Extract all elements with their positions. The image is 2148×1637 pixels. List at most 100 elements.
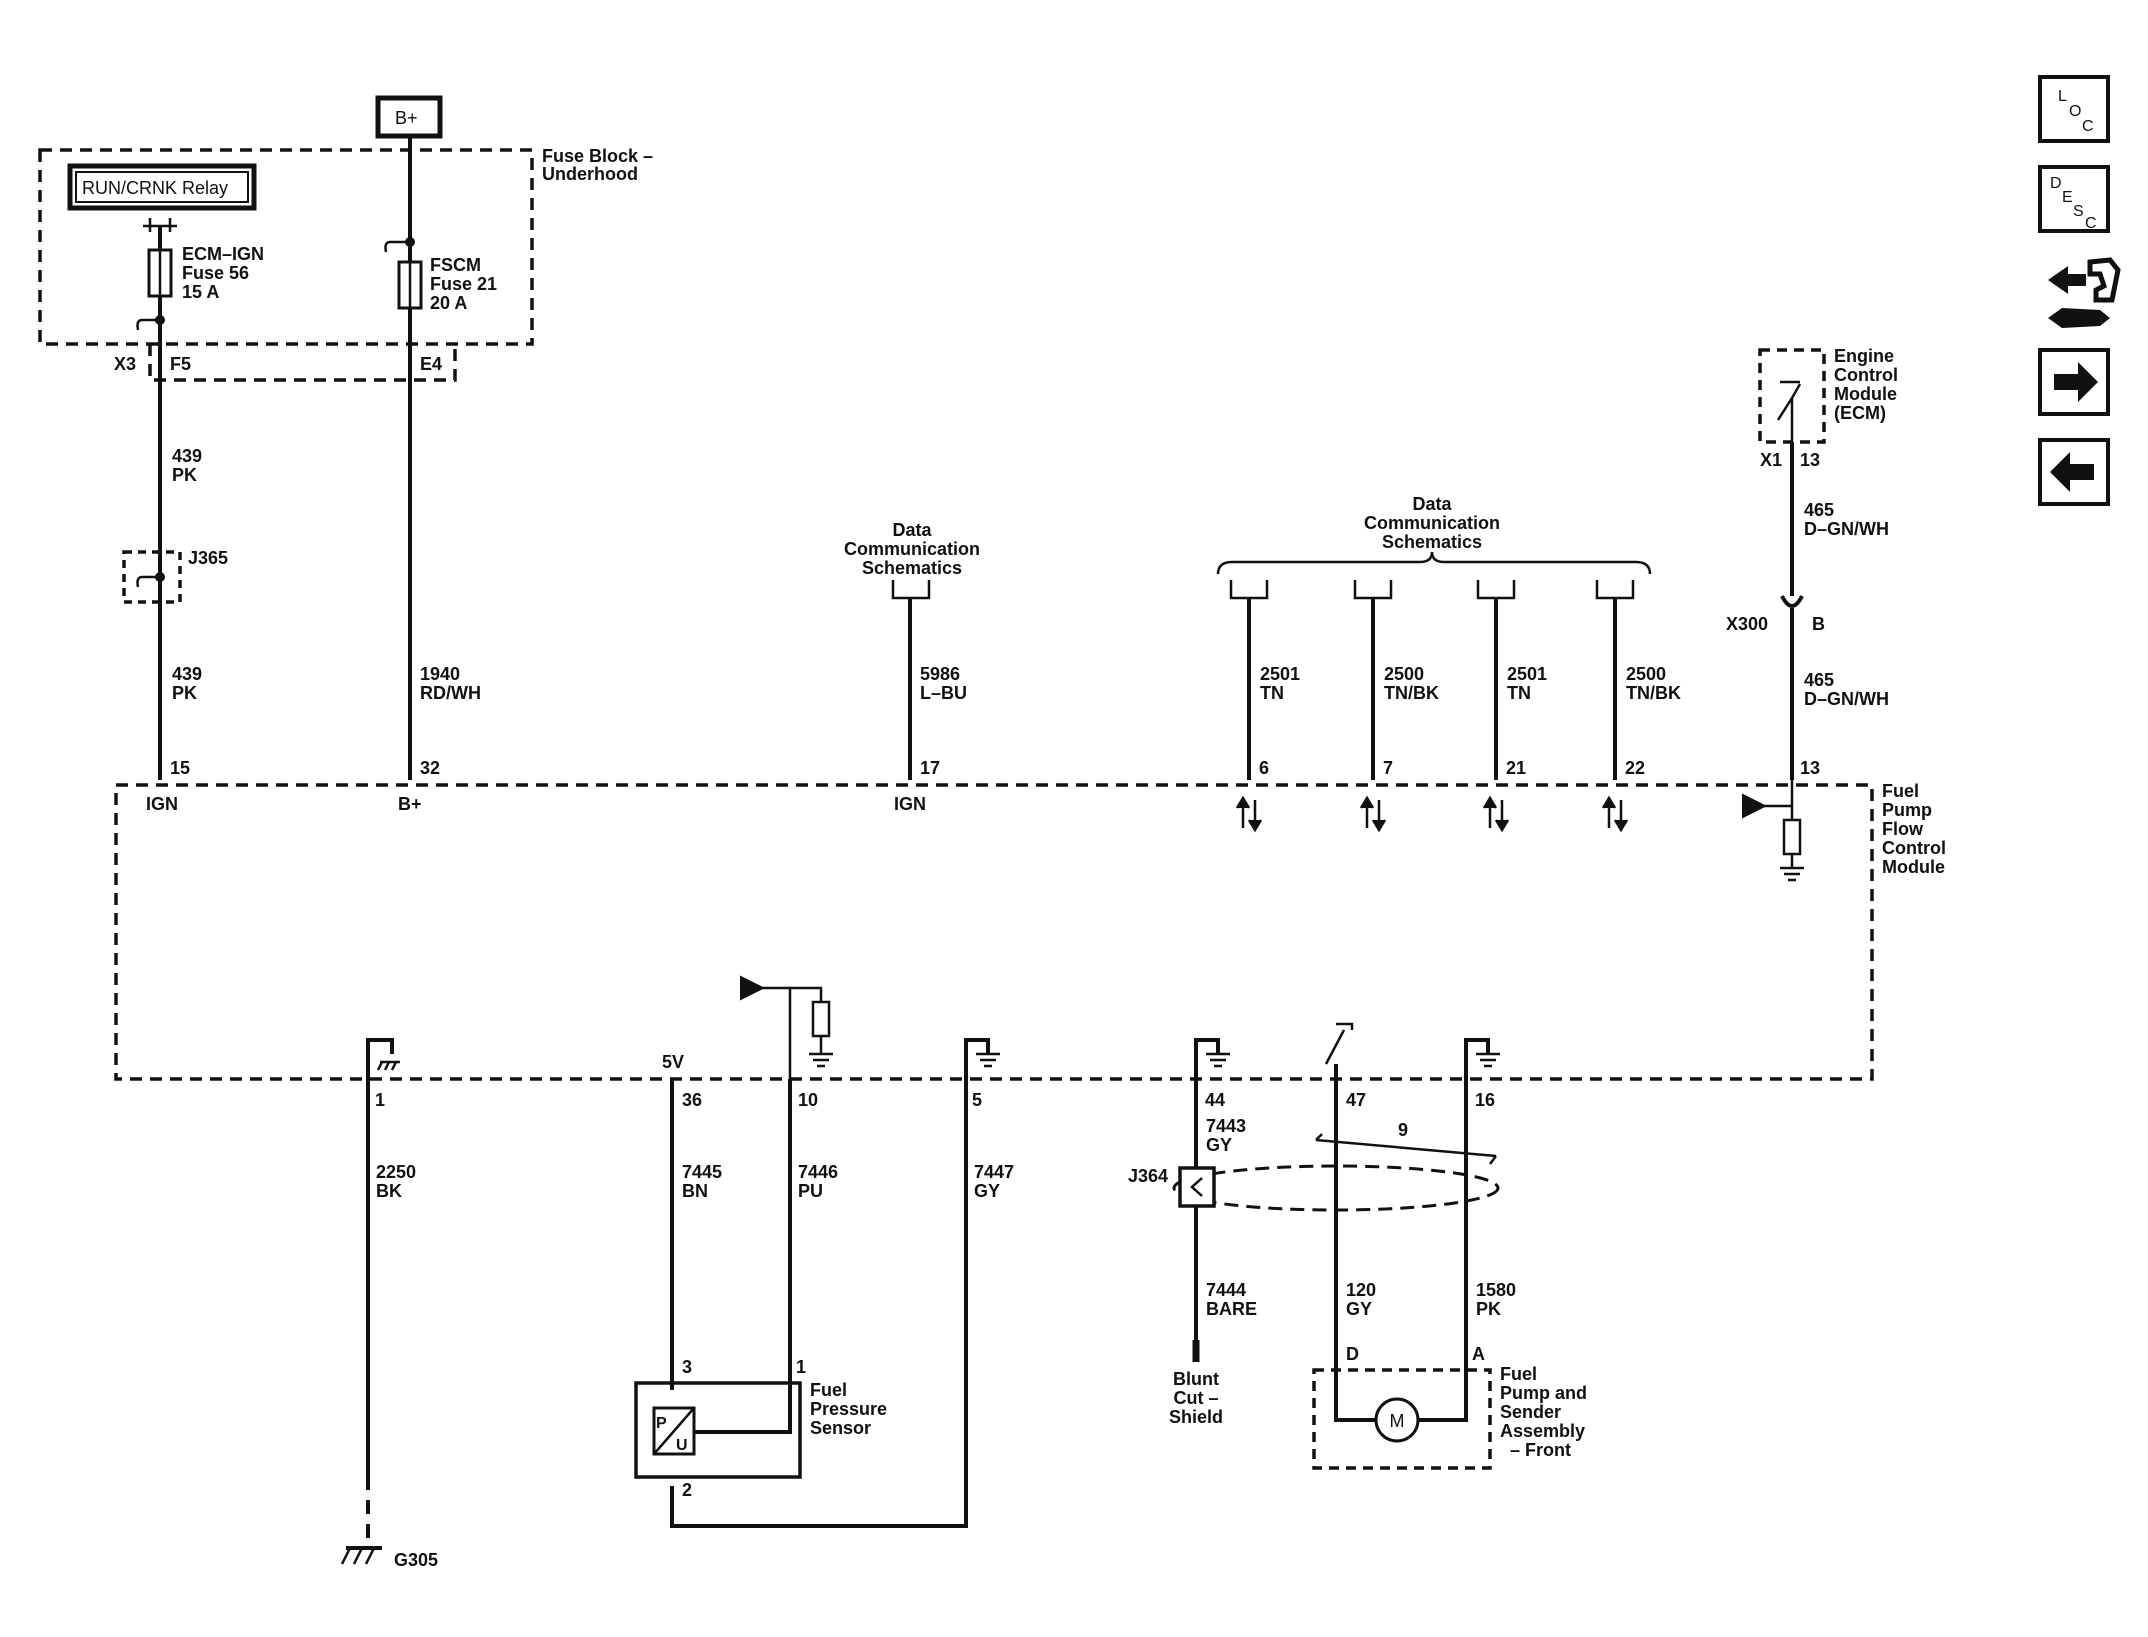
svg-text:Flow: Flow: [1882, 819, 1924, 839]
svg-text:21: 21: [1506, 758, 1526, 778]
svg-text:M: M: [1390, 1411, 1405, 1431]
svg-text:7447: 7447: [974, 1162, 1014, 1182]
svg-text:5: 5: [972, 1090, 982, 1110]
connector-view-icon[interactable]: [2048, 257, 2121, 328]
svg-text:7445: 7445: [682, 1162, 722, 1182]
svg-text:D–GN/WH: D–GN/WH: [1804, 689, 1889, 709]
5v-reference-label: 5V: [662, 1052, 684, 1072]
svg-text:U: U: [676, 1437, 688, 1454]
fuel-pump-sender-assembly: M: [1312, 1368, 1492, 1470]
svg-text:(ECM): (ECM): [1834, 403, 1886, 423]
svg-text:Schematics: Schematics: [1382, 532, 1482, 552]
svg-text:Module: Module: [1834, 384, 1897, 404]
svg-text:X1: X1: [1760, 450, 1782, 470]
connector-x300: [1780, 595, 1804, 608]
svg-text:GY: GY: [1206, 1135, 1232, 1155]
pin-5-signal-ground: [964, 1038, 1000, 1090]
loc-button[interactable]: L O C: [2038, 75, 2110, 143]
fuel-pump-flow-control-module: [114, 783, 1874, 1081]
svg-text:7443: 7443: [1206, 1116, 1246, 1136]
svg-text:Schematics: Schematics: [862, 558, 962, 578]
svg-text:Communication: Communication: [1364, 513, 1500, 533]
svg-text:2250: 2250: [376, 1162, 416, 1182]
svg-text:IGN: IGN: [894, 794, 926, 814]
svg-text:9: 9: [1398, 1120, 1408, 1140]
svg-text:465: 465: [1804, 500, 1834, 520]
svg-text:BK: BK: [376, 1181, 402, 1201]
svg-text:J365: J365: [188, 548, 228, 568]
fuse-block-underhood: [38, 148, 534, 346]
svg-text:D: D: [2050, 175, 2062, 192]
engine-control-module: [1758, 348, 1826, 444]
svg-text:O: O: [2069, 103, 2081, 120]
svg-text:7: 7: [1383, 758, 1393, 778]
svg-text:439: 439: [172, 664, 202, 684]
svg-text:X300: X300: [1726, 614, 1768, 634]
battery-plus-box: B+: [375, 95, 443, 139]
svg-text:X3: X3: [114, 354, 136, 374]
svg-text:44: 44: [1205, 1090, 1225, 1110]
svg-text:Sensor: Sensor: [810, 1418, 871, 1438]
svg-text:Pressure: Pressure: [810, 1399, 887, 1419]
data-comm-label-group: Data: [1412, 494, 1452, 514]
svg-text:GY: GY: [1346, 1299, 1372, 1319]
wire-7446: [676, 1079, 792, 1434]
run-crank-relay: RUN/CRNK Relay: [67, 163, 257, 211]
wire-1940-label: 1940: [420, 664, 460, 684]
svg-text:A: A: [1472, 1344, 1485, 1364]
splice-j364: [1178, 1166, 1216, 1208]
svg-text:20 A: 20 A: [430, 293, 467, 313]
pin-13-internal-circuit: [1742, 780, 1804, 882]
svg-text:13: 13: [1800, 758, 1820, 778]
ground-g305-label: G305: [394, 1550, 438, 1570]
fuse-block-label-2: Underhood: [542, 164, 638, 184]
previous-arrow-icon[interactable]: [2038, 438, 2110, 506]
svg-text:Sender: Sender: [1500, 1402, 1561, 1422]
svg-text:22: 22: [1625, 758, 1645, 778]
ecm-label: Engine: [1834, 346, 1894, 366]
svg-text:2500: 2500: [1384, 664, 1424, 684]
pin-10-internal-circuit: [740, 975, 833, 1079]
data-comm-brace: [1216, 551, 1652, 575]
connector-x3: [148, 344, 457, 382]
svg-text:TN: TN: [1260, 683, 1284, 703]
svg-text:Assembly: Assembly: [1500, 1421, 1585, 1441]
svg-text:RD/WH: RD/WH: [420, 683, 481, 703]
svg-text:F5: F5: [170, 354, 191, 374]
svg-text:Cut –: Cut –: [1174, 1388, 1219, 1408]
svg-text:P: P: [656, 1415, 667, 1432]
data-comm-label-single: Data: [892, 520, 932, 540]
svg-text:1: 1: [796, 1357, 806, 1377]
splice-j364-label: J364: [1128, 1166, 1168, 1186]
svg-text:BARE: BARE: [1206, 1299, 1257, 1319]
fuel-pressure-sensor: P U: [634, 1381, 802, 1479]
svg-text:2501: 2501: [1507, 664, 1547, 684]
svg-text:3: 3: [682, 1357, 692, 1377]
svg-text:B+: B+: [398, 794, 422, 814]
svg-text:TN: TN: [1507, 683, 1531, 703]
fuel-pressure-sensor-label: Fuel: [810, 1380, 847, 1400]
svg-text:IGN: IGN: [146, 794, 178, 814]
svg-text:Control: Control: [1834, 365, 1898, 385]
desc-button[interactable]: D E S C: [2038, 165, 2110, 233]
svg-text:BN: BN: [682, 1181, 708, 1201]
svg-text:1: 1: [375, 1090, 385, 1110]
svg-text:1580: 1580: [1476, 1280, 1516, 1300]
svg-text:TN/BK: TN/BK: [1384, 683, 1439, 703]
data-comm-bracket: [891, 580, 931, 600]
svg-text:15 A: 15 A: [182, 282, 219, 302]
fuse-block-label: Fuse Block –: [542, 146, 653, 166]
svg-text:TN/BK: TN/BK: [1626, 683, 1681, 703]
svg-text:13: 13: [1800, 450, 1820, 470]
wire-7447: [670, 1079, 968, 1528]
next-arrow-icon[interactable]: [2038, 348, 2110, 416]
svg-text:15: 15: [170, 758, 190, 778]
svg-text:2: 2: [682, 1480, 692, 1500]
svg-text:Fuse 56: Fuse 56: [182, 263, 249, 283]
svg-text:B+: B+: [395, 108, 418, 128]
twisted-pair-shield: [1172, 1133, 1500, 1212]
bidirectional-arrows: [1235, 795, 1629, 833]
svg-text:S: S: [2073, 203, 2084, 220]
pin-16-ground: [1464, 1038, 1500, 1090]
